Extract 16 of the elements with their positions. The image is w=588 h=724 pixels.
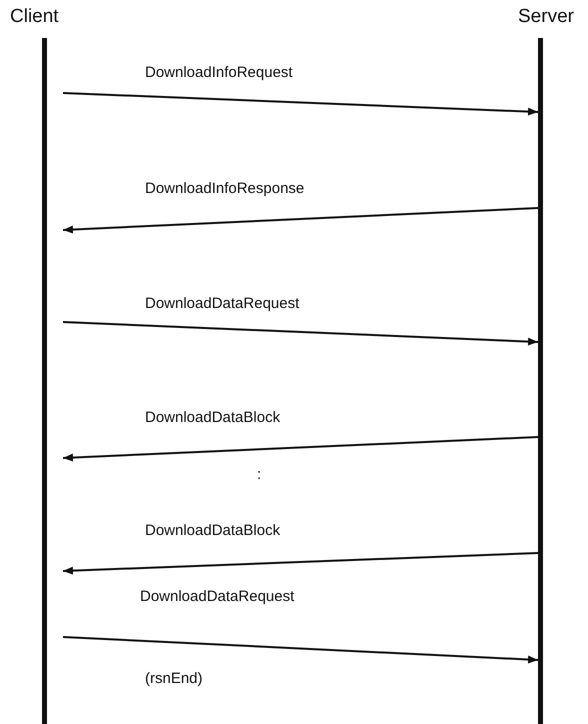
message-arrow [62,552,538,575]
message-label: DownloadDataBlock [145,409,280,426]
message-arrow [62,92,538,116]
message-label: DownloadDataRequest [140,588,294,605]
message-label: DownloadDataBlock [145,522,280,539]
message-arrow [62,321,538,346]
continuation-mark: : [257,466,262,483]
message-label: DownloadInfoRequest [145,64,293,81]
participant-label: Client [10,6,59,28]
participant-label: Server [518,6,574,28]
message-arrow [62,636,538,664]
message-label: DownloadInfoResponse [145,180,304,197]
message-arrow [62,207,538,234]
message-arrow [62,436,538,462]
message-label: DownloadDataRequest [145,295,300,312]
message-parameter: (rsnEnd) [145,670,203,687]
